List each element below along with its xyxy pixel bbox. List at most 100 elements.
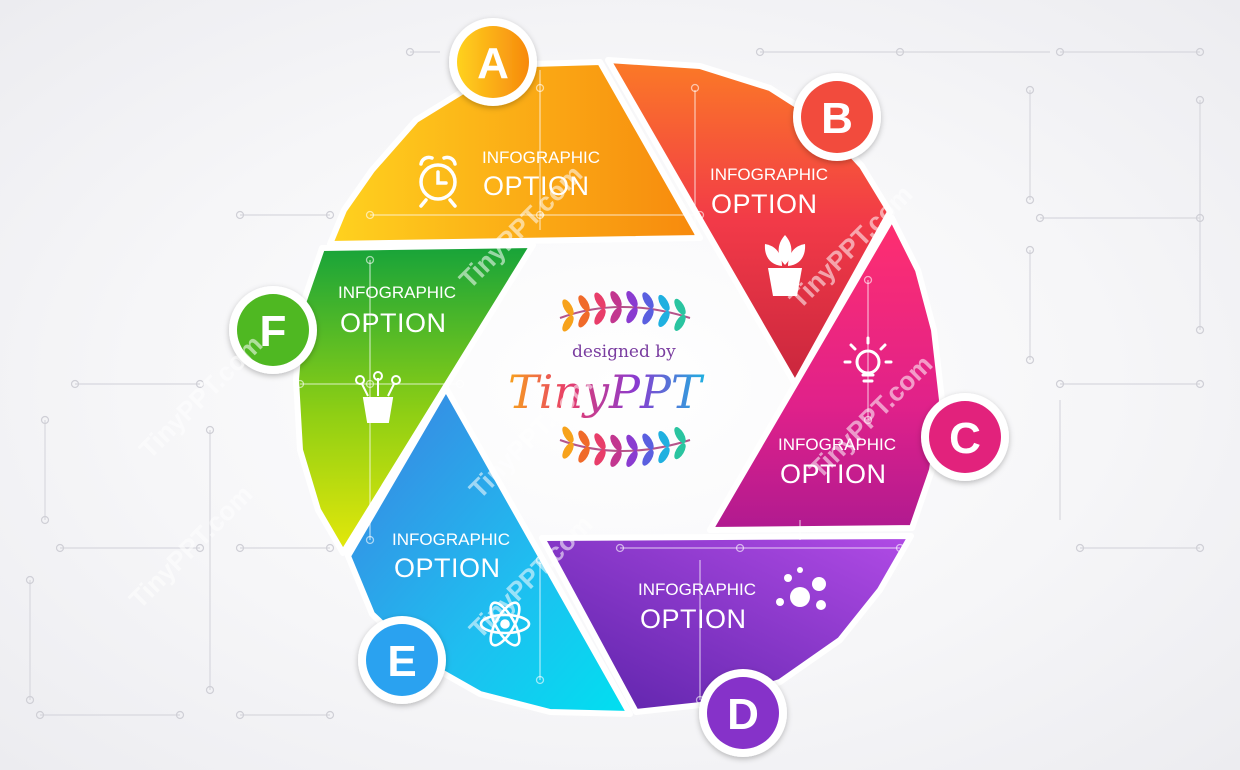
laurel-leaf	[594, 433, 606, 450]
laurel-leaf	[626, 307, 638, 324]
badge-e-letter: E	[387, 637, 416, 686]
laurel-leaf	[610, 307, 622, 324]
laurel-leaf	[658, 294, 670, 312]
laurel-leaf	[626, 291, 638, 308]
grid-node	[70, 379, 80, 389]
grid-node	[1195, 379, 1205, 389]
grid-node	[695, 210, 705, 220]
laurel-leaf	[594, 449, 606, 466]
grid-node	[1025, 245, 1035, 255]
segment-e-title: INFOGRAPHIC	[392, 530, 510, 549]
laurel-leaf	[642, 449, 654, 466]
grid-node	[895, 47, 905, 57]
flower-pot-icon	[355, 371, 401, 423]
bubbles-icon	[776, 567, 826, 610]
grid-node	[365, 379, 375, 389]
grid-node	[235, 543, 245, 553]
laurel-leaf	[562, 442, 574, 459]
grid-node	[25, 575, 35, 585]
laurel-leaf	[626, 434, 638, 451]
grid-node	[1195, 325, 1205, 335]
laurel-leaf	[674, 443, 686, 460]
laurel-leaf	[578, 446, 590, 463]
laurel-leaf	[658, 430, 670, 448]
grid-node	[455, 379, 465, 389]
potted-plant-icon	[764, 235, 806, 296]
grid-node	[1075, 543, 1085, 553]
laurel-stem	[559, 439, 691, 452]
laurel-leaf	[562, 299, 574, 316]
alarm-clock-icon	[419, 155, 457, 208]
laurel-leaf	[674, 427, 686, 444]
grid-node	[863, 415, 873, 425]
tinyppt-logo-text: TinyPPT	[508, 365, 705, 419]
segment-b-option: OPTION	[711, 189, 818, 219]
grid-node	[1055, 379, 1065, 389]
laurel-leaf	[674, 298, 686, 315]
grid-node	[195, 379, 205, 389]
grid-node	[1055, 47, 1065, 57]
grid-node	[235, 210, 245, 220]
segment-c-title: INFOGRAPHIC	[778, 435, 896, 454]
grid-node	[325, 210, 335, 220]
background-grid	[25, 47, 1205, 720]
badge-b-letter: B	[821, 94, 853, 143]
laurel-leaf	[658, 310, 670, 328]
segment-labels: INFOGRAPHIC OPTION INFOGRAPHIC OPTION IN…	[338, 148, 896, 634]
segment-f-title: INFOGRAPHIC	[338, 283, 456, 302]
laurel-leaf	[610, 434, 622, 451]
badge-c-letter: C	[949, 414, 981, 463]
badge-f-letter: F	[260, 307, 287, 356]
segment-a-option: OPTION	[483, 171, 590, 201]
grid-node	[40, 415, 50, 425]
segment-b-title: INFOGRAPHIC	[710, 165, 828, 184]
badge-a-letter: A	[477, 39, 509, 88]
grid-node	[325, 710, 335, 720]
badges: A B C D E F	[229, 18, 1009, 757]
grid-node	[1025, 355, 1035, 365]
grid-node	[25, 695, 35, 705]
grid-node	[235, 710, 245, 720]
watermark-5: TinyPPT.com	[123, 479, 258, 614]
laurel-stem	[559, 306, 691, 319]
badge-d: D	[699, 669, 787, 757]
segment-e-option: OPTION	[394, 553, 501, 583]
grid-node	[55, 543, 65, 553]
laurel-leaf	[642, 433, 654, 450]
grid-node	[615, 543, 625, 553]
designed-by-text: designed by	[572, 342, 676, 362]
grid-node	[535, 675, 545, 685]
segment-f-option: OPTION	[340, 308, 447, 338]
grid-node	[535, 83, 545, 93]
segment-d-option: OPTION	[640, 604, 747, 634]
badge-b: B	[793, 73, 881, 161]
grid-node	[405, 47, 415, 57]
laurel-leaf	[578, 311, 590, 328]
grid-node	[1025, 85, 1035, 95]
laurel-bottom	[559, 426, 691, 467]
laurel-leaf	[626, 450, 638, 467]
grid-node	[205, 685, 215, 695]
laurel-leaf	[610, 291, 622, 308]
grid-node	[325, 543, 335, 553]
grid-node	[295, 379, 305, 389]
laurel-leaf	[674, 314, 686, 331]
grid-node	[690, 83, 700, 93]
segment-c-option: OPTION	[780, 459, 887, 489]
laurel-leaf	[562, 426, 574, 443]
grid-node	[40, 515, 50, 525]
laurel-top	[559, 291, 691, 332]
grid-node	[535, 210, 545, 220]
grid-node	[755, 47, 765, 57]
grid-node	[365, 535, 375, 545]
grid-node	[895, 543, 905, 553]
badge-c: C	[921, 393, 1009, 481]
laurel-leaf	[578, 295, 590, 312]
laurel-leaf	[642, 308, 654, 325]
watermark-3: TinyPPT.com	[133, 329, 268, 464]
grid-node	[1195, 543, 1205, 553]
atom-icon	[479, 601, 531, 647]
lightbulb-icon	[843, 336, 893, 383]
